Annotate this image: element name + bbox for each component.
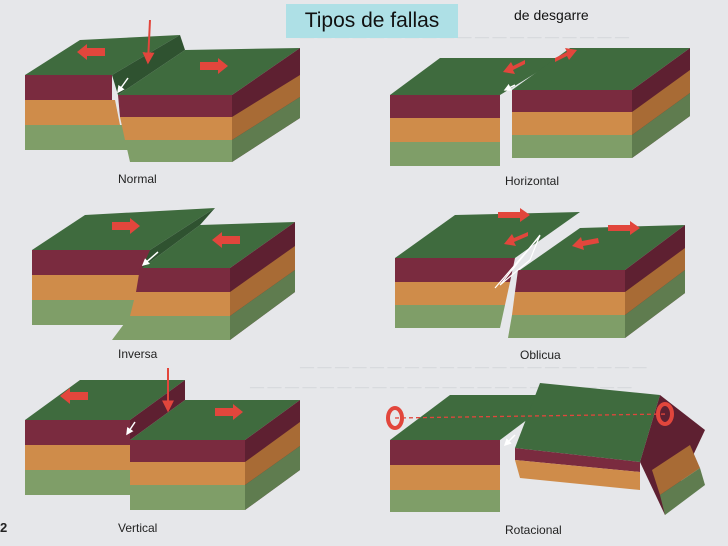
fault-block-horizontal	[390, 48, 690, 166]
label-rotacional: Rotacional	[505, 523, 562, 537]
fault-block-normal	[25, 19, 300, 162]
fault-block-rotacional	[386, 383, 705, 515]
page-number: 2	[0, 520, 8, 535]
title-box: Tipos de fallas	[286, 4, 458, 38]
label-horizontal: Horizontal	[505, 174, 560, 188]
fault-block-vertical	[25, 368, 300, 510]
background-text: — — — — — — — — — — — — — — — — — — — —	[300, 360, 647, 375]
page-subtitle: de desgarre	[514, 7, 589, 23]
page-title: Tipos de fallas	[304, 9, 440, 32]
fault-block-inversa	[32, 208, 295, 340]
background-text: — — — — — — — — — — — — — — — — — — — — …	[250, 380, 632, 395]
label-normal: Normal	[118, 172, 157, 186]
label-oblicua: Oblicua	[520, 348, 561, 362]
fault-block-oblicua	[395, 208, 685, 338]
label-inversa: Inversa	[118, 347, 158, 361]
label-vertical: Vertical	[118, 521, 158, 535]
